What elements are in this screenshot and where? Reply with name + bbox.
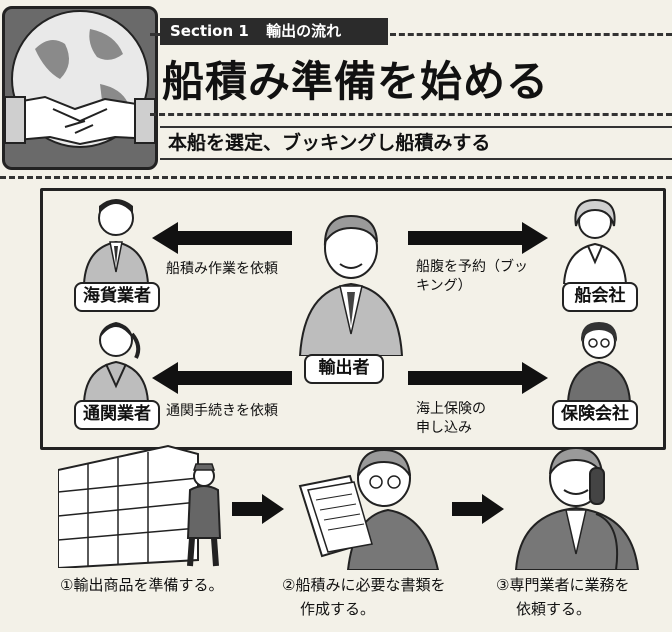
action-caption: 海上保険の — [416, 401, 486, 417]
action-caption: 通関手続きを依頼 — [166, 403, 278, 419]
action-caption: キング） — [416, 278, 472, 294]
arrow-right-icon — [452, 494, 504, 524]
step-1-caption: ①輸出商品を準備する。 — [60, 576, 224, 594]
forwarder-person-icon — [82, 199, 150, 284]
phone-call-person-illustration — [514, 446, 640, 570]
stacked-boxes-illustration — [58, 444, 222, 568]
section-tag: Section 1 輸出の流れ — [160, 18, 388, 45]
role-exporter: 輸出者 — [304, 354, 384, 384]
customs-broker-person-icon — [82, 322, 150, 402]
divider-dash — [390, 33, 672, 36]
handshake-globe-illustration — [2, 6, 158, 170]
subtitle-box — [160, 126, 672, 160]
exporter-person-icon — [298, 214, 404, 356]
action-caption: 申し込み — [416, 420, 472, 436]
arrow-right-icon — [232, 494, 284, 524]
handshake-globe-icon — [5, 10, 155, 148]
step-3-caption: ③専門業者に業務を — [496, 576, 630, 594]
section-number: Section 1 — [170, 22, 249, 40]
arrow-left-icon — [152, 362, 292, 394]
role-customs-broker: 通関業者 — [74, 400, 160, 430]
divider-dash — [150, 113, 672, 116]
page-title: 船積み準備を始める — [162, 57, 550, 106]
role-forwarder: 海貨業者 — [74, 282, 160, 312]
divider-dash — [0, 176, 672, 179]
step-2-caption: ②船積みに必要な書類を — [282, 576, 446, 594]
role-shipping-company: 船会社 — [562, 282, 638, 312]
arrow-left-icon — [152, 222, 292, 254]
action-caption: 船腹を予約（ブッ — [416, 259, 528, 275]
page-subtitle: 本船を選定、ブッキングし船積みする — [168, 132, 491, 154]
role-insurance-company: 保険会社 — [552, 400, 638, 430]
action-caption: 船積み作業を依頼 — [166, 261, 278, 277]
step-2-caption-line2: 作成する。 — [300, 600, 376, 618]
insurance-company-person-icon — [566, 322, 632, 402]
section-topic: 輸出の流れ — [266, 22, 342, 40]
documents-person-illustration — [298, 448, 440, 570]
step-3-caption-line2: 依頼する。 — [516, 600, 592, 618]
arrow-right-icon — [408, 222, 548, 254]
divider-dash — [150, 33, 160, 36]
shipping-company-person-icon — [562, 198, 628, 284]
diagram-frame — [40, 188, 666, 450]
arrow-right-icon — [408, 362, 548, 394]
